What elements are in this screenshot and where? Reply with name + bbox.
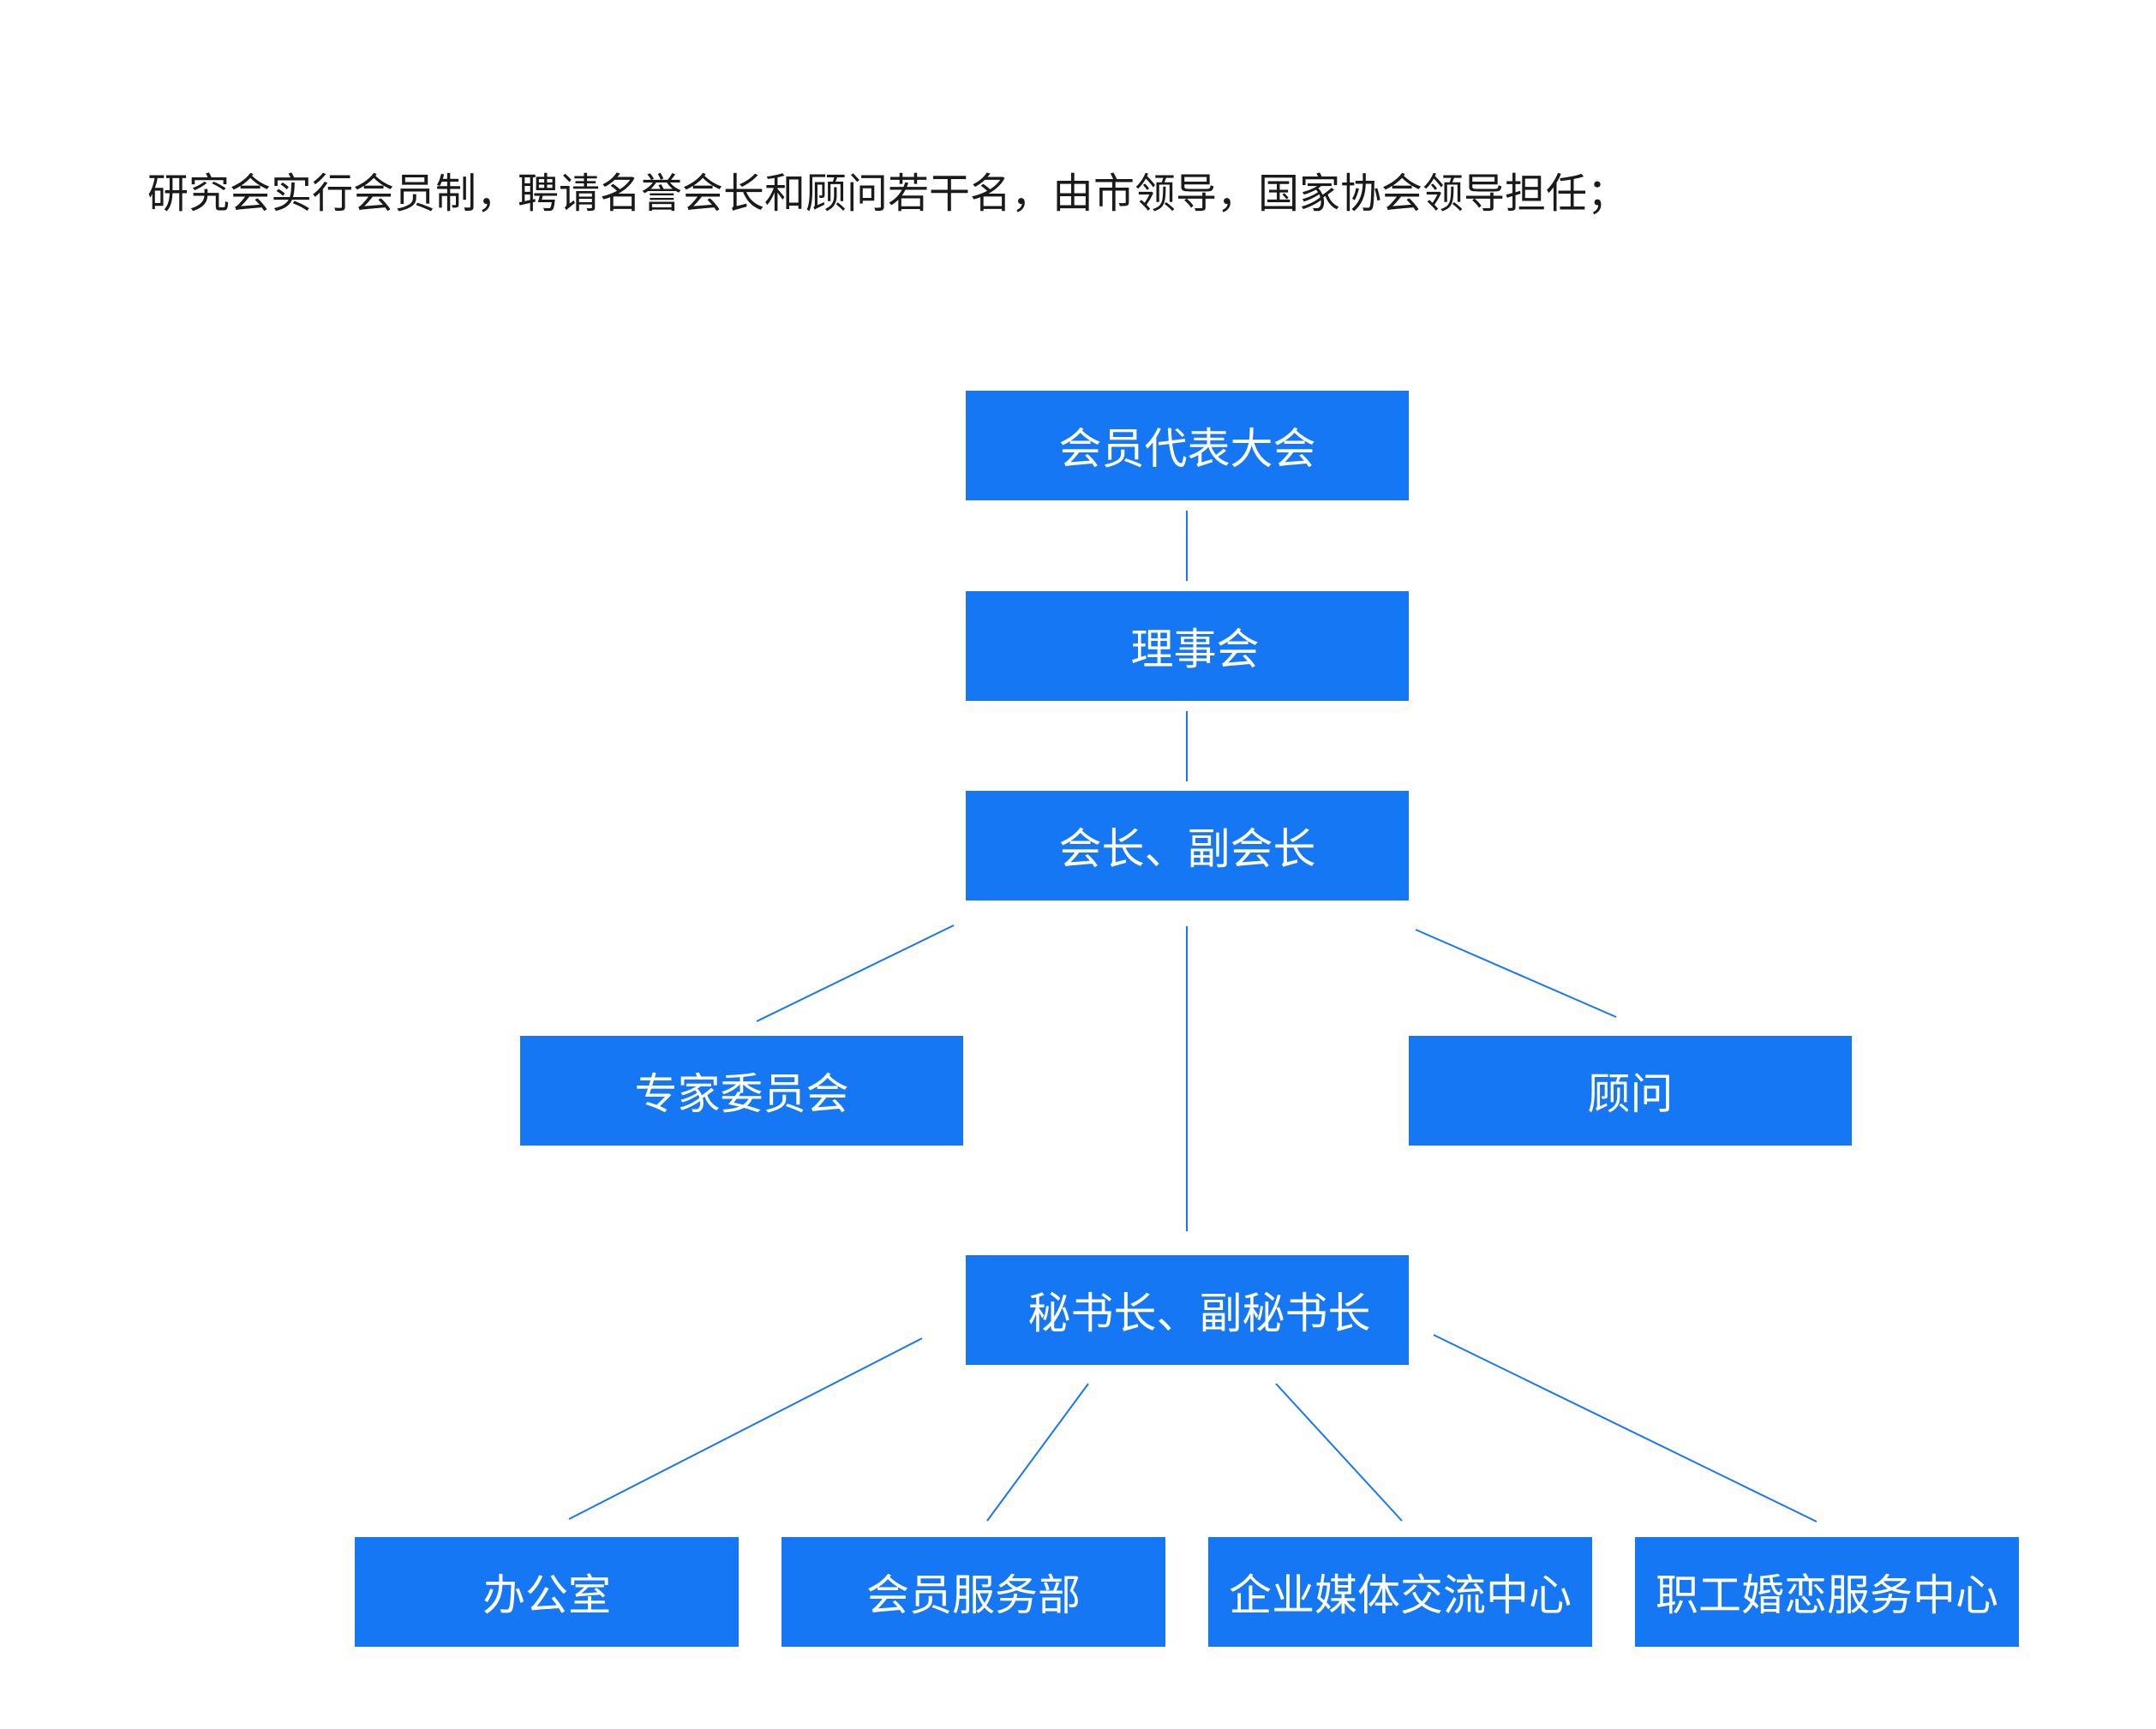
connector-president-experts (756, 924, 955, 1022)
node-office: 办公室 (355, 1537, 739, 1647)
intro-text: 研究会实行会员制，聘请名誉会长和顾问若干名，由市领导，国家协会领导担任； (147, 170, 1629, 218)
connector-secretary-media (1275, 1383, 1403, 1522)
connector-president-advisor (1415, 929, 1617, 1018)
node-member-service: 会员服务部 (782, 1537, 1165, 1647)
connector-secretary-staff-service (1433, 1334, 1818, 1523)
node-secretary-general: 秘书长、副秘书长 (966, 1255, 1409, 1365)
node-media-center: 企业媒体交流中心 (1208, 1537, 1592, 1647)
connector-secretary-office (568, 1337, 923, 1520)
node-advisor: 顾问 (1409, 1036, 1852, 1146)
connector-secretary-member-service (986, 1383, 1089, 1522)
node-president: 会长、副会长 (966, 791, 1409, 900)
node-staff-service-center: 职工婚恋服务中心 (1635, 1537, 2019, 1647)
node-member-congress: 会员代表大会 (966, 391, 1409, 500)
node-expert-committee: 专家委员会 (520, 1036, 963, 1146)
node-council: 理事会 (966, 591, 1409, 701)
